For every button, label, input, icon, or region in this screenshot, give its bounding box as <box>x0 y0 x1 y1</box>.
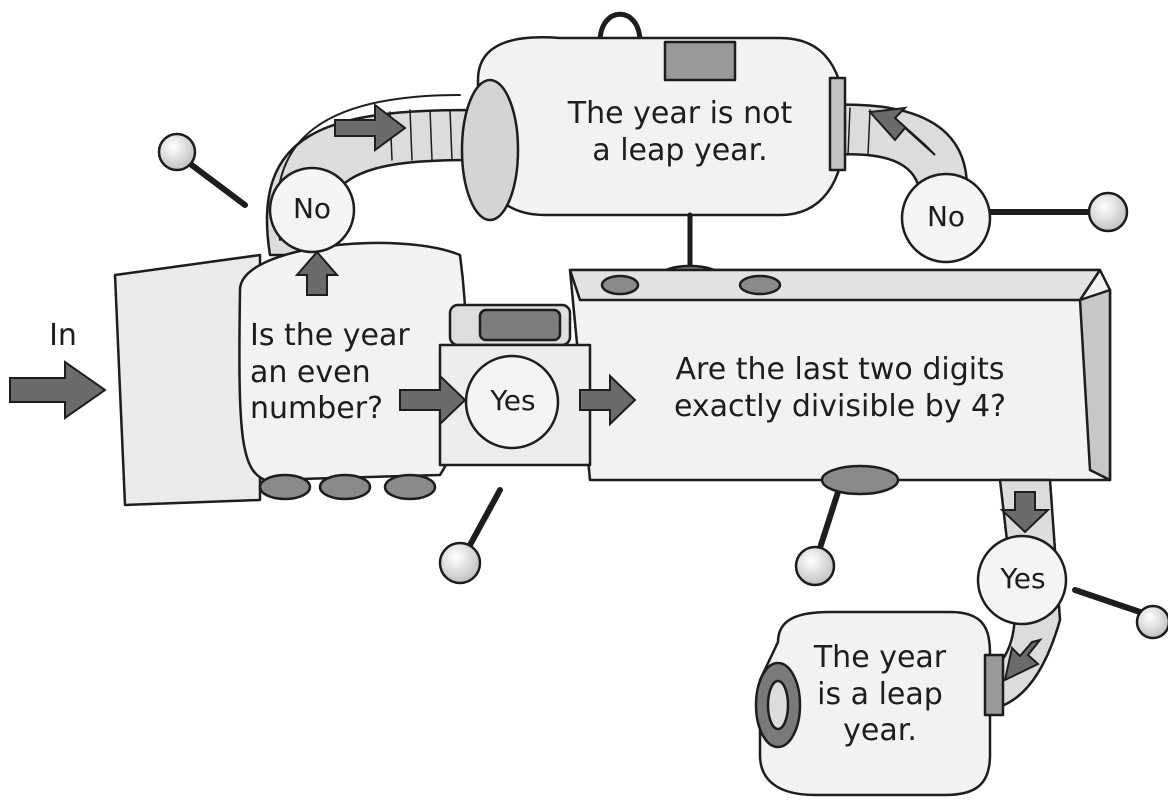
up-arrow-icon <box>867 106 936 156</box>
answer-no-first: No <box>292 192 332 225</box>
input-label: In <box>49 318 77 353</box>
leap-year-result: The year is a leap year. <box>813 640 947 749</box>
divisible-by-four-question: Are the last two digits exactly divisibl… <box>673 352 1007 424</box>
not-leap-year-result: The year is not a leap year. <box>567 96 793 168</box>
right-arrow-icon <box>9 360 107 420</box>
even-number-question: Is the year an even number? <box>250 318 410 427</box>
lever-knob-icon <box>794 489 841 587</box>
lever-knob-icon <box>438 487 503 585</box>
right-arrow-icon <box>579 373 637 427</box>
divisible-by-four-box <box>568 268 1112 496</box>
yes-bubble-first <box>464 354 560 450</box>
lever-knob-icon <box>1072 587 1168 640</box>
right-arrow-icon <box>399 373 467 427</box>
right-arrow-icon <box>334 102 407 152</box>
leap-year-tank <box>754 610 1005 797</box>
answer-yes-first: Yes <box>490 384 536 417</box>
answer-no-second: No <box>926 200 966 233</box>
down-arrow-icon <box>999 491 1051 534</box>
no-bubble-second <box>900 172 992 264</box>
down-arrow-icon <box>1003 638 1043 682</box>
lever-knob-icon <box>157 132 248 208</box>
up-arrow-icon <box>294 250 340 296</box>
yes-bubble-second <box>976 534 1068 626</box>
answer-yes-second: Yes <box>1000 562 1046 595</box>
no-bubble-first <box>268 166 356 254</box>
even-number-machine <box>113 241 592 507</box>
lever-knob-icon <box>987 191 1129 233</box>
